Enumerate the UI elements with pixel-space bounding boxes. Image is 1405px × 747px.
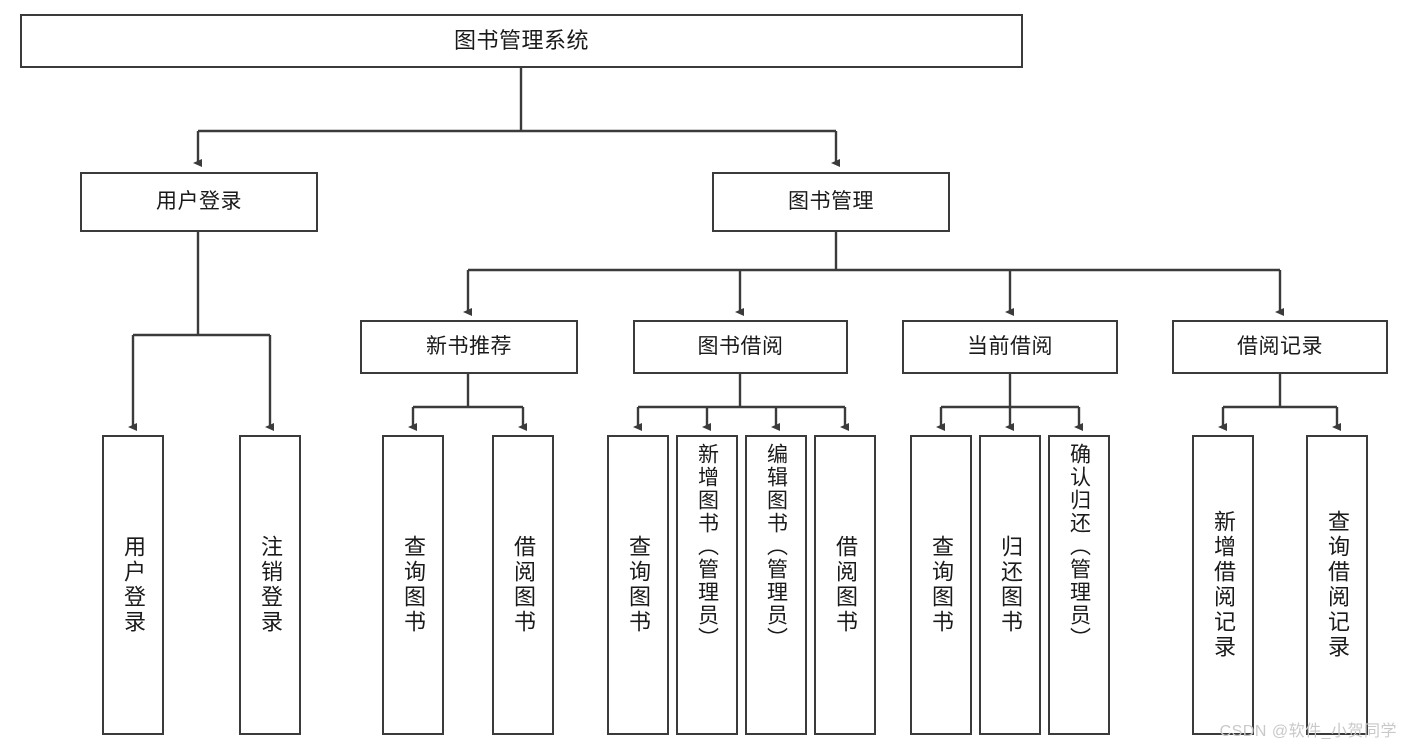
node-leaf-bb-query[interactable]: 查询图书	[607, 435, 669, 735]
node-new-book-rec[interactable]: 新书推荐	[360, 320, 578, 374]
node-current-borrow[interactable]: 当前借阅	[902, 320, 1118, 374]
node-book-mgmt[interactable]: 图书管理	[712, 172, 950, 232]
node-leaf-user-login-label: 用户登录	[121, 535, 146, 635]
node-leaf-bb-add[interactable]: 新增图书（管理员）	[676, 435, 738, 735]
node-book-borrow-label: 图书借阅	[697, 334, 784, 358]
node-leaf-user-login[interactable]: 用户登录	[102, 435, 164, 735]
node-borrow-record[interactable]: 借阅记录	[1172, 320, 1388, 374]
node-current-borrow-label: 当前借阅	[967, 334, 1053, 358]
node-user-login[interactable]: 用户登录	[80, 172, 318, 232]
node-leaf-cb-query-label: 查询图书	[929, 535, 954, 635]
node-leaf-bb-add-label: 新增图书（管理员）	[695, 443, 719, 650]
node-leaf-rec-query[interactable]: 查询图书	[382, 435, 444, 735]
csdn-watermark: CSDN @软件_小贺同学	[1219, 723, 1397, 740]
node-leaf-bb-edit-label: 编辑图书（管理员）	[764, 443, 788, 650]
node-leaf-cb-query[interactable]: 查询图书	[910, 435, 972, 735]
node-leaf-br-add-label: 新增借阅记录	[1211, 510, 1236, 660]
node-leaf-br-add[interactable]: 新增借阅记录	[1192, 435, 1254, 735]
node-user-login-label: 用户登录	[156, 189, 242, 213]
node-leaf-rec-query-label: 查询图书	[401, 535, 426, 635]
node-leaf-bb-query-label: 查询图书	[626, 535, 651, 635]
node-leaf-rec-borrow-label: 借阅图书	[511, 535, 536, 635]
node-root-label: 图书管理系统	[453, 28, 589, 54]
node-new-book-rec-label: 新书推荐	[426, 334, 512, 358]
node-leaf-cb-confirm-label: 确认归还（管理员）	[1067, 443, 1091, 650]
node-leaf-user-logout-label: 注销登录	[258, 535, 283, 635]
node-leaf-rec-borrow[interactable]: 借阅图书	[492, 435, 554, 735]
node-leaf-cb-return-label: 归还图书	[998, 535, 1023, 635]
node-leaf-cb-confirm[interactable]: 确认归还（管理员）	[1048, 435, 1110, 735]
node-leaf-cb-return[interactable]: 归还图书	[979, 435, 1041, 735]
node-book-borrow[interactable]: 图书借阅	[633, 320, 848, 374]
node-root[interactable]: 图书管理系统	[20, 14, 1023, 68]
node-leaf-br-query[interactable]: 查询借阅记录	[1306, 435, 1368, 735]
node-book-mgmt-label: 图书管理	[788, 189, 874, 213]
node-leaf-user-logout[interactable]: 注销登录	[239, 435, 301, 735]
node-borrow-record-label: 借阅记录	[1237, 334, 1323, 358]
node-leaf-bb-edit[interactable]: 编辑图书（管理员）	[745, 435, 807, 735]
node-leaf-bb-borrow[interactable]: 借阅图书	[814, 435, 876, 735]
node-leaf-br-query-label: 查询借阅记录	[1325, 510, 1350, 660]
node-leaf-bb-borrow-label: 借阅图书	[833, 535, 858, 635]
